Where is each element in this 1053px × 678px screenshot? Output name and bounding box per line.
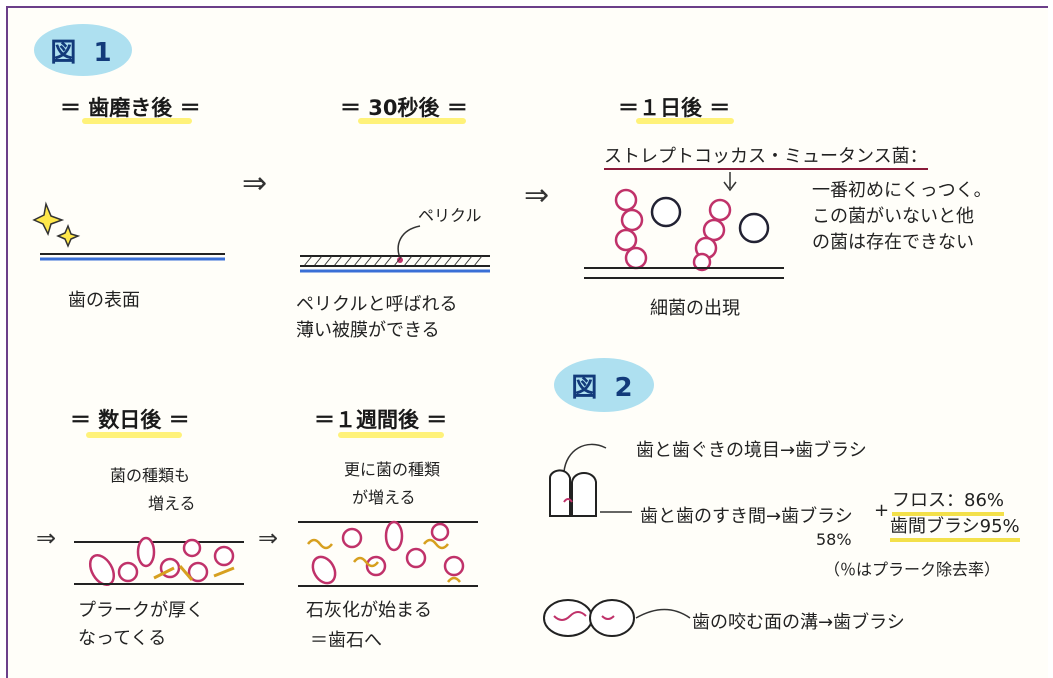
arrow-3-to-4: ⇒ bbox=[36, 524, 57, 552]
streptococcus-mutans-label: ストレプトコッカス・ミュータンス菌： bbox=[604, 142, 928, 170]
stage2-caption-line2: 薄い被膜ができる bbox=[296, 320, 440, 341]
stage1-caption: 歯の表面 bbox=[68, 290, 140, 311]
fig2-removal-rate-note: （％はプラーク除去率） bbox=[824, 560, 1001, 579]
stage4-caption-line2: なってくる bbox=[78, 628, 167, 649]
stage4-title: ＝ 数日後 ＝ bbox=[70, 408, 190, 432]
stage2-caption-line1: ペリクルと呼ばれる bbox=[296, 294, 458, 315]
stage3-note-line2: この菌がいないと他 bbox=[812, 206, 974, 227]
stage3-note-line3: の菌は存在できない bbox=[812, 232, 974, 253]
occlusal-surface-illustration bbox=[543, 599, 691, 637]
stage5-caption-line2: ＝歯石へ bbox=[310, 630, 382, 651]
stage2-title: ＝ 30秒後 ＝ bbox=[340, 96, 468, 120]
stage3-caption: 細菌の出現 bbox=[650, 298, 740, 319]
bacteria-colony-illustration bbox=[584, 172, 784, 279]
stage3-title: ＝１日後 ＝ bbox=[618, 96, 731, 120]
fig2-interdental-brush-rate: 歯間ブラシ95% bbox=[890, 512, 1020, 542]
stage1-title: ＝ 歯磨き後 ＝ bbox=[60, 96, 201, 120]
sparkle-icon bbox=[32, 201, 65, 237]
stage5-title: ＝１週間後 ＝ bbox=[314, 408, 448, 432]
stage5-title-highlight bbox=[338, 432, 444, 438]
arrow-1-to-2: ⇒ bbox=[242, 166, 268, 201]
fig2-row2-plus: + bbox=[874, 500, 890, 521]
stage1-title-highlight bbox=[82, 118, 192, 124]
stage4-title-highlight bbox=[86, 432, 182, 438]
stage2-title-highlight bbox=[358, 118, 466, 124]
arrow-2-to-3: ⇒ bbox=[524, 178, 550, 213]
stage3-title-highlight bbox=[636, 118, 734, 124]
tartar-illustration bbox=[298, 520, 478, 587]
figure2-label: 図 2 bbox=[554, 358, 654, 412]
fig2-floss-rate: フロス：86% bbox=[892, 486, 1005, 516]
pellicle-label: ペリクル bbox=[418, 206, 482, 225]
fig2-row1-gumline: 歯と歯ぐきの境目→歯ブラシ bbox=[636, 440, 867, 461]
figure1-label: 図 1 bbox=[34, 24, 132, 76]
fig2-row2-interdental: 歯と歯のすき間→歯ブラシ bbox=[640, 506, 853, 527]
pellicle-illustration bbox=[300, 225, 490, 273]
stage3-note-line1: 一番初めにくっつく。 bbox=[812, 180, 992, 201]
clean-tooth-surface-illustration bbox=[32, 201, 225, 261]
fig2-row3-occlusal: 歯の咬む面の溝→歯ブラシ bbox=[692, 612, 905, 633]
stage5-note-line2: が増える bbox=[352, 488, 416, 507]
stage5-caption-line1: 石灰化が始まる bbox=[306, 600, 432, 621]
fig2-toothbrush-rate: 58% bbox=[816, 530, 852, 549]
stage4-note-line2: 増える bbox=[148, 494, 196, 513]
stage5-note-line1: 更に菌の種類 bbox=[344, 460, 441, 479]
sparkle-icon-small bbox=[56, 223, 81, 248]
stage4-note-line1: 菌の種類も bbox=[110, 466, 191, 485]
plaque-illustration bbox=[74, 536, 244, 586]
arrow-4-to-5: ⇒ bbox=[258, 524, 279, 552]
tooth-gum-line-illustration bbox=[549, 443, 632, 517]
stage4-caption-line1: プラークが厚く bbox=[78, 600, 204, 621]
